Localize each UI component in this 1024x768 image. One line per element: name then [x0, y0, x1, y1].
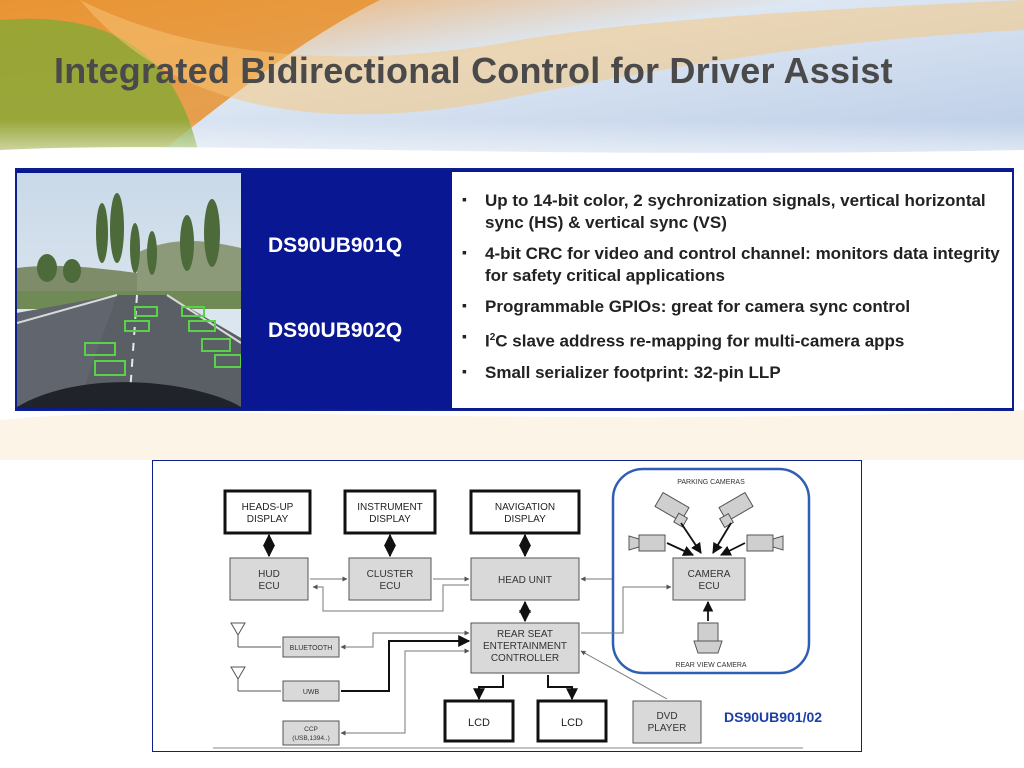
- svg-text:BLUETOOTH: BLUETOOTH: [290, 645, 333, 652]
- dvd-player-box: DVD PLAYER: [632, 700, 702, 744]
- road-camera-image: [17, 173, 241, 407]
- cluster-ecu-box: CLUSTER ECU: [348, 557, 432, 601]
- feature-item: ▪Small serializer footprint: 32-pin LLP: [462, 362, 1002, 384]
- system-block-diagram: HEADS-UP DISPLAY INSTRUMENT DISPLAY NAVI…: [152, 460, 862, 752]
- camera-icon: [628, 534, 666, 552]
- svg-text:CLUSTER: CLUSTER: [367, 569, 414, 580]
- svg-text:CONTROLLER: CONTROLLER: [491, 653, 559, 664]
- svg-text:NAVIGATION: NAVIGATION: [495, 502, 555, 513]
- camera-icon: [693, 622, 723, 654]
- bullet-square-icon: ▪: [462, 191, 467, 207]
- ccp-box: CCP (USB,1394..): [282, 720, 340, 746]
- svg-text:ENTERTAINMENT: ENTERTAINMENT: [483, 641, 567, 652]
- rear-seat-entertainment-controller-box: REAR SEAT ENTERTAINMENT CONTROLLER: [470, 622, 580, 674]
- chip-ds90ub901q: DS90UB901Q: [268, 234, 403, 257]
- svg-text:DVD: DVD: [656, 711, 677, 722]
- camera-icon: [746, 534, 784, 552]
- svg-text:HEAD UNIT: HEAD UNIT: [498, 575, 552, 586]
- heads-up-display-box: HEADS-UP DISPLAY: [223, 489, 312, 535]
- svg-text:REAR VIEW CAMERA: REAR VIEW CAMERA: [675, 662, 747, 669]
- svg-text:DISPLAY: DISPLAY: [247, 514, 289, 525]
- chip-ds90ub902q: DS90UB902Q: [268, 319, 403, 342]
- feature-list: ▪Up to 14-bit color, 2 sychronization si…: [462, 190, 1002, 393]
- feature-item: ▪Up to 14-bit color, 2 sychronization si…: [462, 190, 1002, 234]
- feature-list-panel: ▪Up to 14-bit color, 2 sychronization si…: [452, 172, 1012, 408]
- camera-icon: [654, 491, 690, 528]
- slide-title: Integrated Bidirectional Control for Dri…: [54, 50, 893, 91]
- svg-text:ECU: ECU: [698, 581, 719, 592]
- svg-text:DISPLAY: DISPLAY: [369, 514, 411, 525]
- bullet-square-icon: ▪: [462, 244, 467, 260]
- bluetooth-box: BLUETOOTH: [282, 636, 340, 658]
- svg-text:ECU: ECU: [258, 581, 279, 592]
- antenna-icon: [230, 622, 281, 648]
- svg-text:HUD: HUD: [258, 569, 280, 580]
- bullet-square-icon: ▪: [462, 297, 467, 313]
- svg-text:DISPLAY: DISPLAY: [504, 514, 546, 525]
- chipset-label: DS90UB901/02: [724, 709, 823, 725]
- lcd-1-box: LCD: [443, 699, 515, 743]
- svg-text:(USB,1394..): (USB,1394..): [292, 735, 330, 742]
- bullet-square-icon: ▪: [462, 362, 467, 379]
- svg-text:CCP: CCP: [304, 726, 318, 733]
- svg-text:LCD: LCD: [561, 717, 583, 729]
- bullet-square-icon: ▪: [462, 328, 467, 344]
- uwb-box: UWB: [282, 680, 340, 702]
- svg-text:REAR SEAT: REAR SEAT: [497, 629, 553, 640]
- antenna-icon: [230, 666, 281, 692]
- navigation-display-box: NAVIGATION DISPLAY: [469, 489, 581, 535]
- camera-ecu-box: CAMERA ECU: [672, 557, 746, 601]
- svg-text:UWB: UWB: [303, 689, 320, 696]
- feature-item: ▪4-bit CRC for video and control channel…: [462, 243, 1002, 287]
- svg-text:ECU: ECU: [379, 581, 400, 592]
- instrument-display-box: INSTRUMENT DISPLAY: [343, 489, 437, 535]
- svg-text:PLAYER: PLAYER: [648, 723, 687, 734]
- svg-text:CAMERA: CAMERA: [688, 569, 731, 580]
- feature-item: ▪Programmable GPIOs: great for camera sy…: [462, 296, 1002, 318]
- svg-text:INSTRUMENT: INSTRUMENT: [357, 502, 423, 513]
- hud-ecu-box: HUD ECU: [229, 557, 309, 601]
- svg-text:PARKING CAMERAS: PARKING CAMERAS: [677, 479, 745, 486]
- svg-text:HEADS-UP: HEADS-UP: [242, 502, 294, 513]
- feature-item: ▪I2C slave address re-mapping for multi-…: [462, 327, 1002, 353]
- lcd-2-box: LCD: [536, 699, 608, 743]
- svg-text:LCD: LCD: [468, 717, 490, 729]
- head-unit-box: HEAD UNIT: [470, 557, 580, 601]
